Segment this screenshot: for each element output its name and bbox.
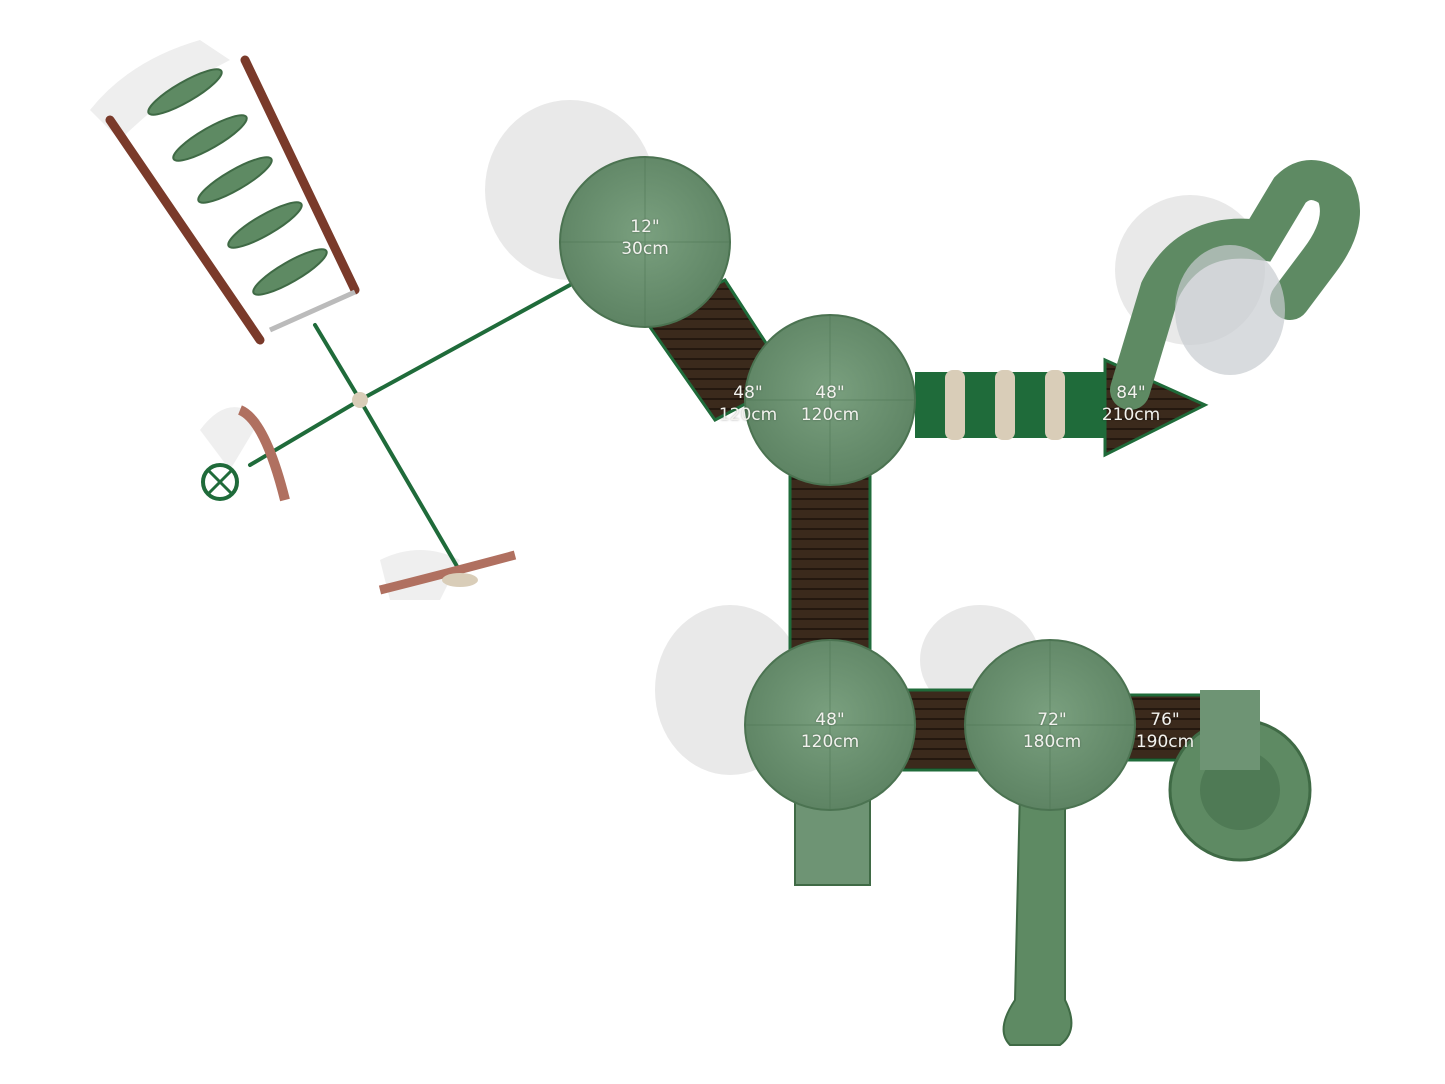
- seat-bench: [378, 550, 517, 595]
- platform-label-p5: 48"120cm: [800, 710, 860, 752]
- platform-label-p7: 76"190cm: [1135, 710, 1195, 752]
- frame-hub: [352, 392, 368, 408]
- spinner-frame: [248, 283, 572, 582]
- platform-label-p2: 48"120cm: [718, 383, 778, 425]
- tube-slide: [1110, 160, 1360, 410]
- platform-label-p1: 12"30cm: [621, 217, 669, 259]
- tube-bridge: [915, 370, 1105, 440]
- straight-slide: [1002, 789, 1073, 1046]
- platform-label-p4: 84"210cm: [1101, 383, 1161, 425]
- steering-wheel-panel: [201, 405, 290, 502]
- spiral-slide: [1168, 690, 1312, 862]
- platform-label-p3: 48"120cm: [800, 383, 860, 425]
- roofs: [559, 156, 1136, 811]
- overhead-ladder: [105, 55, 360, 345]
- platform-label-p6: 72"180cm: [1022, 710, 1082, 752]
